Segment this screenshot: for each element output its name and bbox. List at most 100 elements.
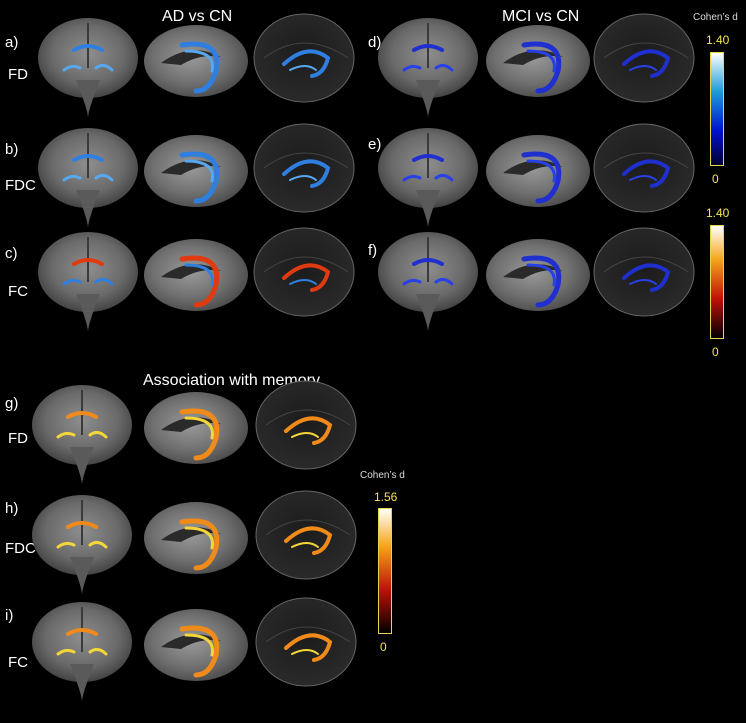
panel-label-i: i)	[5, 607, 14, 624]
glass-tract-d	[622, 49, 671, 78]
tract-inner-g	[184, 416, 214, 440]
tract-arc-f	[521, 255, 562, 308]
tract-arc-e	[521, 151, 562, 204]
colorbar-top-max: 1.40	[706, 33, 730, 47]
glass-contour-e	[603, 152, 689, 169]
colorbar-assoc-min: 0	[380, 640, 387, 654]
panel-label-g: g)	[5, 395, 19, 412]
colorbar-assoc	[378, 508, 392, 634]
tract-left-e	[402, 174, 422, 182]
glass-brain-c	[253, 227, 355, 317]
metric-label-i: FC	[8, 654, 28, 671]
tract-right-a	[94, 63, 114, 72]
tract-right-g	[88, 430, 108, 439]
glass-tract-b	[282, 159, 331, 188]
tract-right-f	[434, 277, 454, 286]
colorbar-top-title: Cohen’s d	[693, 12, 738, 23]
glass-tract-a	[282, 49, 331, 78]
glass-tract2-f	[629, 279, 657, 285]
panel-label-d: d)	[368, 34, 382, 51]
tract-fornix-c	[72, 258, 104, 266]
tract-fornix-h	[66, 521, 98, 529]
tract-fornix-a	[72, 44, 104, 52]
tract-inner-e	[526, 159, 556, 183]
tract-left-b	[62, 174, 82, 182]
glass-tract-g	[284, 416, 333, 445]
tract-inner-a	[184, 49, 214, 73]
colorbar-assoc-max: 1.56	[374, 490, 398, 504]
panel-label-a: a)	[5, 34, 19, 51]
glass-brain-h	[255, 490, 357, 580]
tract-right-d	[434, 63, 454, 72]
tract-arc-h	[179, 518, 220, 571]
tract-arc-i	[179, 625, 220, 678]
metric-label-c: FC	[8, 283, 28, 300]
metric-label-g: FD	[8, 430, 28, 447]
panel-label-f: f)	[368, 242, 378, 259]
glass-contour-b	[263, 152, 349, 169]
glass-tract2-c	[289, 279, 317, 285]
tract-inner-b	[184, 159, 214, 183]
tract-left-c	[62, 278, 82, 286]
tract-inner-h	[184, 526, 214, 550]
tract-left-a	[62, 64, 82, 72]
tract-right-e	[434, 173, 454, 182]
glass-tract2-d	[629, 65, 657, 71]
glass-contour-i	[265, 626, 351, 643]
glass-tract2-g	[291, 432, 319, 438]
tract-fornix-g	[66, 411, 98, 419]
glass-tract-c	[282, 263, 331, 292]
sagittal-brain-b	[144, 135, 248, 207]
glass-contour-g	[265, 409, 351, 426]
title-ad-vs-cn: AD vs CN	[162, 8, 233, 25]
brainstem-h	[70, 557, 94, 595]
glass-tract2-i	[291, 649, 319, 655]
colorbar-top-min: 0	[712, 172, 719, 186]
glass-brain-e	[593, 123, 695, 213]
title-mci-vs-cn: MCI vs CN	[502, 8, 580, 25]
sagittal-brain-i	[144, 609, 248, 681]
tract-left-d	[402, 64, 422, 72]
metric-label-a: FD	[8, 66, 28, 83]
glass-contour-d	[603, 42, 689, 59]
sagittal-brain-c	[144, 239, 248, 311]
glass-tract-f	[622, 263, 671, 292]
colorbar-assoc-title: Cohen’s d	[360, 470, 405, 481]
glass-tract2-b	[289, 175, 317, 181]
tract-right-h	[88, 540, 108, 549]
title-association: Association with memory	[143, 372, 320, 389]
panel-label-h: h)	[5, 500, 19, 517]
metric-label-b: FDC	[5, 177, 36, 194]
glass-contour-c	[263, 256, 349, 273]
panel-label-c: c)	[5, 245, 18, 262]
tract-right-b	[94, 173, 114, 182]
brainstem-i	[70, 664, 94, 702]
glass-brain-a	[253, 13, 355, 103]
brainstem-f	[416, 294, 440, 332]
brainstem-e	[416, 190, 440, 228]
brainstem-g	[70, 447, 94, 485]
tract-fornix-b	[72, 154, 104, 162]
sagittal-brain-d	[486, 25, 590, 97]
tract-inner-f	[526, 263, 556, 287]
tract-left-f	[402, 278, 422, 286]
glass-tract2-a	[289, 65, 317, 71]
glass-tract2-e	[629, 175, 657, 181]
metric-label-h: FDC	[5, 540, 36, 557]
tract-inner-c	[184, 263, 214, 287]
tract-inner-i	[184, 633, 214, 657]
colorbar-mid	[710, 225, 724, 339]
tract-fornix-i	[66, 628, 98, 636]
glass-contour-h	[265, 519, 351, 536]
glass-tract-i	[284, 633, 333, 662]
tract-fornix-d	[412, 44, 444, 52]
tract-arc-b	[179, 151, 220, 204]
glass-brain-b	[253, 123, 355, 213]
glass-brain-f	[593, 227, 695, 317]
panel-label-b: b)	[5, 141, 19, 158]
sagittal-brain-g	[144, 392, 248, 464]
colorbar-mid-min: 0	[712, 345, 719, 359]
tract-arc-d	[521, 41, 562, 94]
tract-left-h	[56, 541, 76, 549]
panel-label-e: e)	[368, 136, 382, 153]
